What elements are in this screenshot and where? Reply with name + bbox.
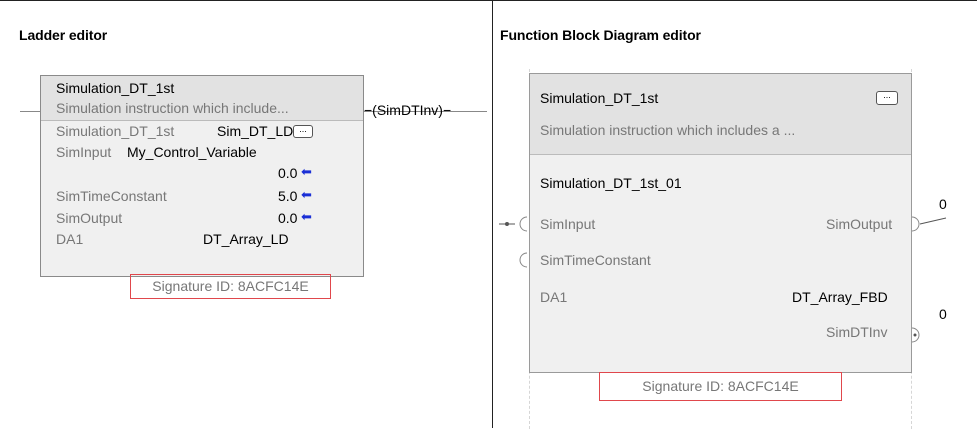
fbd-instance-name[interactable]: Simulation_DT_1st_01 bbox=[540, 175, 682, 191]
coil-open-paren: −( bbox=[364, 102, 377, 118]
header-divider bbox=[530, 154, 911, 155]
pin-connector-icon bbox=[911, 327, 920, 343]
ladder-editor-title: Ladder editor bbox=[19, 27, 108, 43]
header-divider bbox=[41, 120, 363, 121]
fbd-function-block[interactable]: Simulation_DT_1st ... Simulation instruc… bbox=[529, 73, 912, 373]
fbd-simdtinv-value: 0 bbox=[939, 306, 947, 322]
simoutput-label: SimOutput bbox=[56, 210, 123, 226]
fbd-block-name: Simulation_DT_1st bbox=[540, 90, 659, 106]
left-arrow-icon: ⬅ bbox=[301, 164, 312, 179]
ellipsis-icon: ... bbox=[299, 124, 307, 134]
fbd-block-description: Simulation instruction which includes a … bbox=[540, 122, 796, 138]
simoutput-value: 0.0 bbox=[278, 210, 298, 226]
fbd-simoutput-value: 0 bbox=[939, 196, 947, 212]
ladder-ellipsis-button[interactable]: ... bbox=[293, 125, 313, 138]
ladder-block-name: Simulation_DT_1st bbox=[56, 80, 175, 96]
ellipsis-icon: ... bbox=[883, 90, 891, 100]
siminput-label: SimInput bbox=[56, 144, 112, 160]
fbd-block-header bbox=[530, 74, 911, 154]
fbd-da1-value[interactable]: DT_Array_FBD bbox=[792, 289, 888, 305]
left-arrow-icon: ⬅ bbox=[301, 187, 312, 202]
siminput-value[interactable]: My_Control_Variable bbox=[127, 144, 257, 160]
coil-close-paren: )− bbox=[438, 102, 452, 118]
da1-value[interactable]: DT_Array_LD bbox=[203, 231, 289, 247]
ladder-signature-id: Signature ID: 8ACFC14E bbox=[130, 274, 331, 299]
fbd-ellipsis-button[interactable]: ... bbox=[876, 91, 898, 105]
fbd-simdtinv-label: SimDTInv bbox=[826, 324, 888, 340]
fbd-pin-connectors bbox=[499, 216, 947, 343]
rung-line-right bbox=[363, 111, 487, 112]
ladder-instruction-block[interactable]: Simulation_DT_1st Simulation instruction… bbox=[40, 75, 364, 277]
simoutput-wire bbox=[919, 217, 947, 225]
fbd-siminput-label: SimInput bbox=[540, 216, 596, 232]
fbd-editor-title: Function Block Diagram editor bbox=[500, 27, 701, 43]
pin-connector-icon bbox=[519, 216, 528, 232]
simtimeconstant-value[interactable]: 5.0 bbox=[278, 188, 298, 204]
fbd-simoutput-label: SimOutput bbox=[826, 216, 893, 232]
fbd-simtimeconstant-label: SimTimeConstant bbox=[540, 252, 651, 268]
coil-tag: SimDTInv bbox=[376, 102, 439, 118]
fbd-editor-panel: Function Block Diagram editor Simulation… bbox=[493, 0, 977, 429]
siminput-wire-dot bbox=[505, 222, 509, 226]
ladder-block-header bbox=[41, 76, 363, 120]
ladder-block-description: Simulation instruction which include... bbox=[56, 100, 289, 116]
pin-connector-icon bbox=[911, 216, 920, 232]
rung-line-left bbox=[20, 111, 40, 112]
ladder-instance-label: Simulation_DT_1st bbox=[56, 123, 175, 139]
output-coil[interactable]: −(SimDTInv)− bbox=[364, 102, 451, 118]
da1-label: DA1 bbox=[56, 231, 84, 247]
fbd-da1-label: DA1 bbox=[540, 289, 568, 305]
simtimeconstant-label: SimTimeConstant bbox=[56, 188, 167, 204]
fbd-signature-id: Signature ID: 8ACFC14E bbox=[599, 372, 842, 401]
siminput-current-value: 0.0 bbox=[278, 165, 298, 181]
ladder-editor-panel: Ladder editor Simulation_DT_1st Simulati… bbox=[0, 0, 493, 428]
pin-connector-icon bbox=[519, 252, 528, 268]
simdtinv-pin-dot bbox=[913, 333, 917, 337]
ladder-instance-value[interactable]: Sim_DT_LD bbox=[217, 123, 294, 139]
left-arrow-icon: ⬅ bbox=[301, 209, 312, 224]
